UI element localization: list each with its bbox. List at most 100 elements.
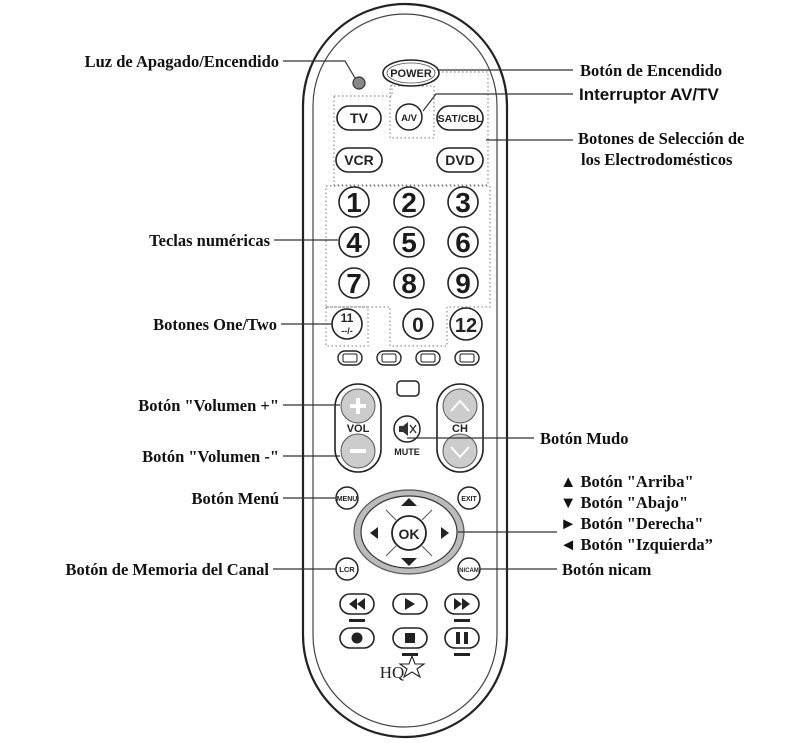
teletext-size-icon [420, 353, 436, 363]
nav-right-button[interactable] [441, 527, 449, 539]
rewind-icon [349, 598, 365, 610]
pause-icon [456, 632, 460, 644]
star-icon [398, 654, 426, 679]
nav-up-button[interactable] [401, 498, 417, 506]
power-button-label: POWER [390, 68, 432, 80]
one-two-button[interactable]: 11 --/- [331, 308, 363, 340]
nav-down-button[interactable] [401, 558, 417, 566]
logo-text: HQ [380, 663, 405, 682]
rewind-button[interactable] [339, 593, 375, 615]
label-nicam: Botón nicam [562, 560, 652, 579]
digit-8-label: 8 [401, 268, 417, 299]
digit-3-button[interactable]: 3 [447, 186, 479, 218]
digit-3-label: 3 [455, 187, 471, 218]
label-device-select-line1: Botones de Selección de [578, 129, 744, 148]
navigation-pad: OK [353, 489, 465, 575]
record-button[interactable] [339, 627, 375, 649]
digit-9-label: 9 [455, 268, 471, 299]
digit-5-button[interactable]: 5 [393, 226, 425, 258]
teletext-reveal-icon [459, 353, 475, 363]
fast-forward-button[interactable] [444, 593, 480, 615]
digit-9-button[interactable]: 9 [447, 267, 479, 299]
digit-1-label: 1 [346, 187, 362, 218]
volume-rocker: VOL [334, 383, 382, 473]
power-button[interactable]: POWER [382, 59, 440, 87]
one-two-group-outline [325, 306, 369, 347]
digit-8-button[interactable]: 8 [393, 267, 425, 299]
tv-button[interactable]: TV [336, 105, 382, 131]
device-group-outline [333, 71, 489, 186]
digit-1-button[interactable]: 1 [338, 186, 370, 218]
digit-2-button[interactable]: 2 [393, 186, 425, 218]
pause-button[interactable] [444, 627, 480, 649]
chevron-up-icon [450, 399, 470, 412]
arrow-up-icon [401, 498, 417, 506]
ok-button-label: OK [399, 526, 420, 542]
one-two-bottom-label: --/- [341, 326, 353, 336]
arrow-right-icon [441, 527, 449, 539]
label-menu: Botón Menú [191, 489, 279, 508]
label-mute: Botón Mudo [540, 429, 628, 448]
stop-color-bar [402, 653, 418, 656]
brand-logo: HQ [380, 654, 426, 682]
menu-button[interactable]: MENU [335, 486, 359, 510]
digit-4-label: 4 [346, 227, 362, 258]
chevron-down-icon [450, 446, 470, 459]
nicam-button[interactable]: NICAM [457, 557, 481, 581]
dvd-button-label: DVD [445, 152, 475, 168]
ch-label: CH [452, 423, 468, 435]
teletext-button-2[interactable] [376, 350, 402, 366]
label-left: ◄ Botón "Izquierda” [560, 535, 713, 554]
label-numeric-keys: Teclas numéricas [149, 231, 270, 250]
power-light-icon [352, 76, 366, 90]
teletext-button-3[interactable] [415, 350, 441, 366]
arrow-down-icon [401, 558, 417, 566]
label-volume-down: Botón "Volumen -" [142, 447, 279, 466]
one-two-top-label: 11 [341, 311, 354, 325]
stop-icon [405, 633, 415, 643]
digit-4-button[interactable]: 4 [338, 226, 370, 258]
twelve-button[interactable]: 12 [449, 307, 483, 341]
vcr-button[interactable]: VCR [335, 147, 383, 173]
label-up: ▲ Botón "Arriba" [560, 472, 694, 491]
label-av-tv: Interruptor AV/TV [579, 85, 719, 104]
digit-6-button[interactable]: 6 [447, 226, 479, 258]
label-volume-up: Botón "Volumen +" [138, 396, 279, 415]
ok-button[interactable]: OK [391, 515, 427, 551]
volume-down-button[interactable] [340, 433, 376, 469]
teletext-button-1[interactable] [337, 350, 363, 366]
nav-left-button[interactable] [370, 527, 378, 539]
digit-0-button[interactable]: 0 [402, 308, 434, 340]
channel-rocker: CH [436, 383, 484, 473]
label-power-button: Botón de Encendido [580, 61, 722, 80]
digit-6-label: 6 [455, 227, 471, 258]
play-button[interactable] [392, 593, 428, 615]
record-icon [351, 632, 363, 644]
channel-down-button[interactable] [442, 433, 478, 469]
label-down: ▼ Botón "Abajo" [560, 493, 688, 512]
lcr-button-label: LCR [339, 565, 355, 574]
mute-button[interactable]: MUTE [393, 415, 421, 457]
twelve-label: 12 [455, 315, 477, 337]
input-button[interactable] [396, 380, 420, 397]
stop-button[interactable] [392, 627, 428, 649]
lcr-button[interactable]: LCR [335, 557, 359, 581]
av-button[interactable]: A/V [395, 103, 423, 131]
dvd-button[interactable]: DVD [436, 147, 484, 173]
tv-button-label: TV [350, 110, 369, 126]
label-one-two: Botones One/Two [153, 315, 277, 334]
digit-5-label: 5 [401, 227, 417, 258]
speaker-muted-icon [399, 422, 417, 436]
teletext-mix-icon [342, 353, 358, 363]
channel-up-button[interactable] [442, 388, 478, 424]
sat-cbl-button[interactable]: SAT/CBL [436, 105, 484, 131]
teletext-text-icon [381, 353, 397, 363]
sat-cbl-button-label: SAT/CBL [438, 113, 483, 125]
exit-button[interactable]: EXIT [457, 486, 481, 510]
volume-up-button[interactable] [340, 388, 376, 424]
teletext-button-4[interactable] [454, 350, 480, 366]
menu-button-label: MENU [337, 496, 358, 503]
digit-2-label: 2 [401, 187, 417, 218]
digit-7-button[interactable]: 7 [338, 267, 370, 299]
label-power-light: Luz de Apagado/Encendido [85, 52, 279, 71]
